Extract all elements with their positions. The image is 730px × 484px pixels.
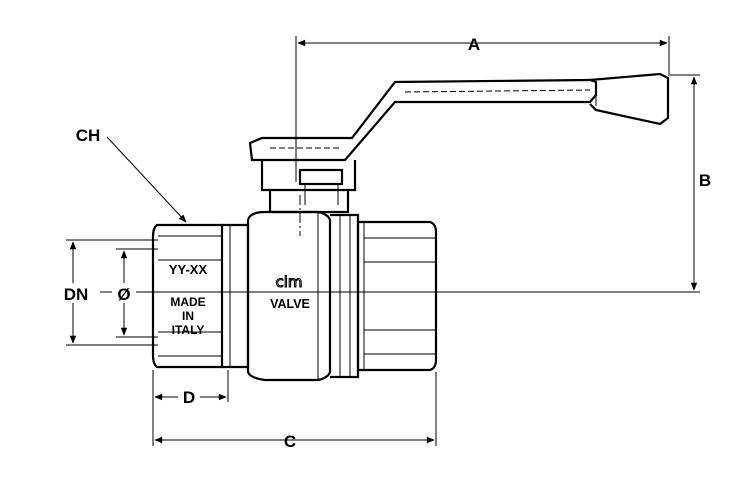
valve-body xyxy=(151,210,438,382)
dimension-diameter-label: Ø xyxy=(117,285,130,304)
dimension-a: A xyxy=(295,35,670,182)
dimension-ch-label: CH xyxy=(76,126,101,145)
made-line-1: MADE xyxy=(170,295,205,309)
made-line-2: IN xyxy=(182,309,194,323)
dimension-d-label: D xyxy=(183,388,195,407)
dimension-b-label: B xyxy=(699,171,711,190)
dimension-b: B xyxy=(668,74,711,291)
lever-handle xyxy=(248,72,670,214)
dimension-a-label: A xyxy=(468,35,480,54)
made-line-3: ITALY xyxy=(172,323,205,337)
dimension-diameter: Ø xyxy=(112,248,158,338)
brand-logo: cim xyxy=(275,273,302,291)
dimension-dn: DN xyxy=(58,239,158,346)
valve-mark: VALVE xyxy=(270,297,310,311)
dimension-c: C xyxy=(152,370,437,451)
dimension-d: D xyxy=(154,370,229,407)
size-code-mark: YY-XX xyxy=(169,262,208,277)
center-lines xyxy=(100,195,700,293)
body-markings: YY-XX MADE IN ITALY cim VALVE xyxy=(169,262,310,337)
dimension-dn-label: DN xyxy=(64,285,89,304)
dimension-c-label: C xyxy=(284,432,296,451)
dimension-ch: CH xyxy=(76,126,187,223)
